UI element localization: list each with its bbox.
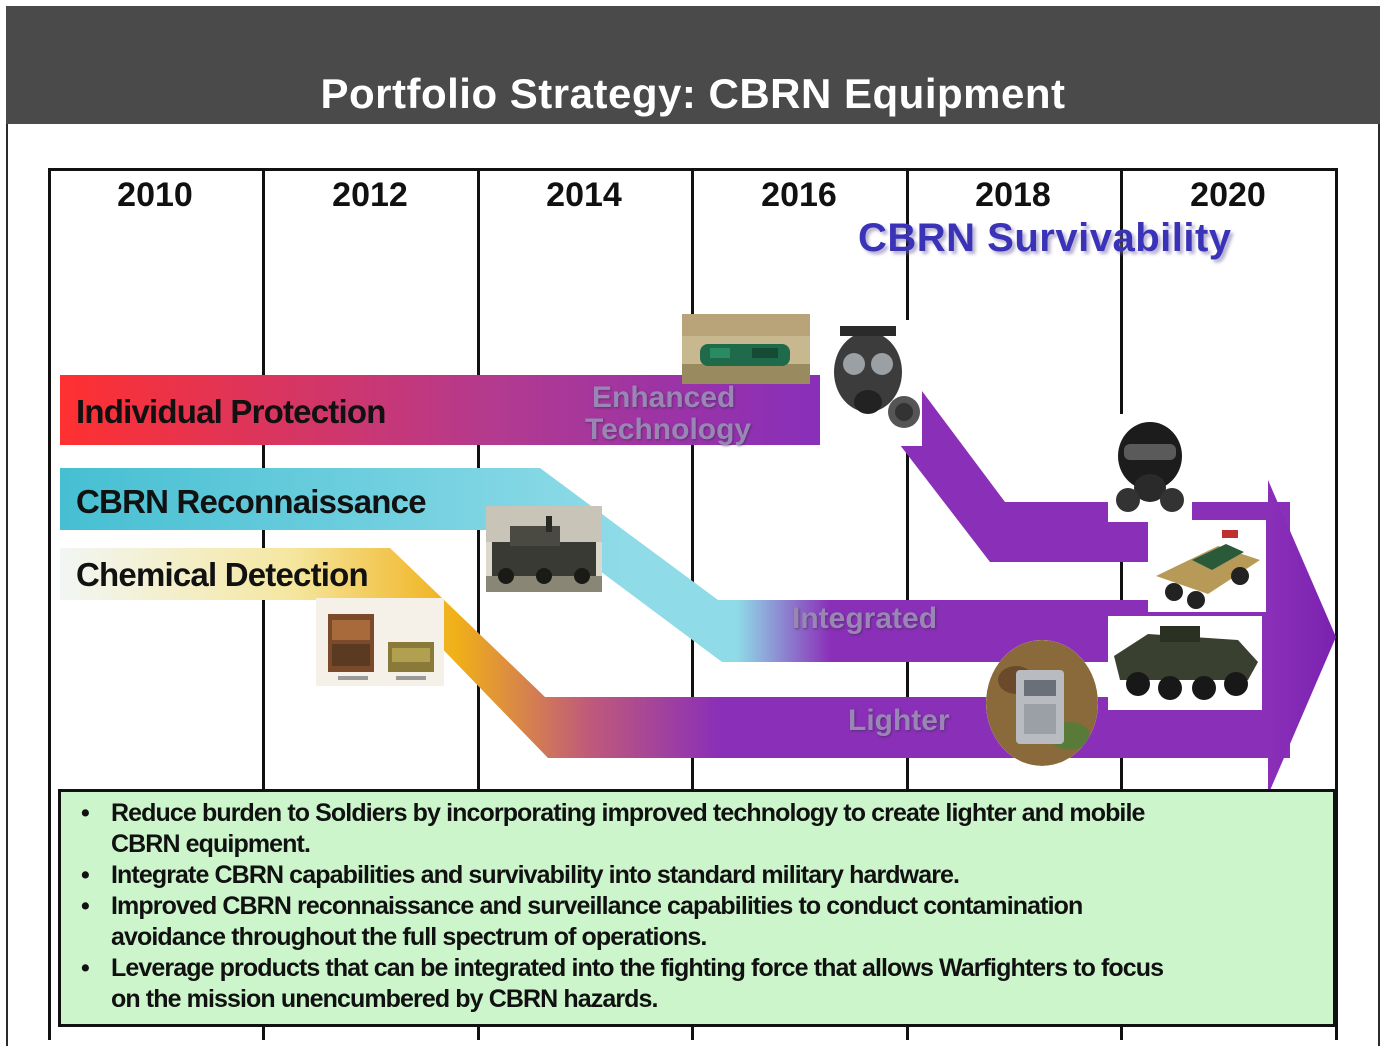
year-label-2012: 2012 [332,176,408,214]
column-divider [262,168,265,1040]
armored-vehicle-photo [486,506,602,592]
detector-kit-photo [316,598,444,686]
lighter-label: Lighter [848,704,950,737]
objective-text-line2: on the mission unencumbered by CBRN haza… [111,985,659,1013]
bullet-icon: • [81,861,90,889]
cbrn-reconnaissance-label: CBRN Reconnaissance [76,483,427,520]
cbrn-survivability-label: CBRN Survivability [858,216,1232,260]
year-label-2010: 2010 [117,176,193,214]
gas-mask-photo [820,320,922,446]
objective-text-line2: avoidance throughout the full spectrum o… [111,923,707,951]
year-label-2020: 2020 [1190,176,1266,214]
cbrn-reconnaissance-band [60,468,1290,662]
bullet-icon: • [81,799,90,827]
objective-item: • Reduce burden to Soldiers by incorpora… [81,798,1313,860]
year-label-2016: 2016 [761,176,837,214]
chemical-detection-band [60,548,1290,758]
objectives-box: • Reduce burden to Soldiers by incorpora… [58,789,1336,1027]
year-label-2018: 2018 [975,176,1051,214]
enhanced-label-line1: Enhanced [592,381,736,414]
protective-mask-photo [1108,414,1192,522]
objective-text-line1: Improved CBRN reconnaissance and surveil… [111,892,1083,920]
objective-text-line2: CBRN equipment. [111,830,311,858]
individual-protection-label: Individual Protection [76,393,386,430]
objective-text-line1: Integrate CBRN capabilities and survivab… [111,861,960,889]
individual-protection-band [60,375,1290,562]
field-equipment-photo [682,314,810,384]
integrated-label: Integrated [792,602,938,635]
objective-item: • Leverage products that can be integrat… [81,953,1313,1015]
stryker-vehicle-photo [1108,616,1262,710]
objectives-list: • Reduce burden to Soldiers by incorpora… [81,798,1313,1015]
recon-vehicle-photo [1148,520,1266,612]
chemical-detection-label: Chemical Detection [76,556,369,593]
column-divider [477,168,480,1040]
objective-item: • Improved CBRN reconnaissance and surve… [81,891,1313,953]
slide-title: Portfolio Strategy: CBRN Equipment [320,70,1066,117]
year-label-2014: 2014 [546,176,622,214]
objective-text-line1: Leverage products that can be integrated… [111,954,1164,982]
sensor-device-photo [986,640,1098,766]
objective-text-line1: Reduce burden to Soldiers by incorporati… [111,799,1145,827]
bullet-icon: • [81,954,90,982]
survivability-arrow [1268,480,1336,795]
enhanced-label-line2: Technology [585,413,752,446]
title-bar: Portfolio Strategy: CBRN Equipment [6,6,1380,124]
bullet-icon: • [81,892,90,920]
objective-item: • Integrate CBRN capabilities and surviv… [81,860,1313,891]
